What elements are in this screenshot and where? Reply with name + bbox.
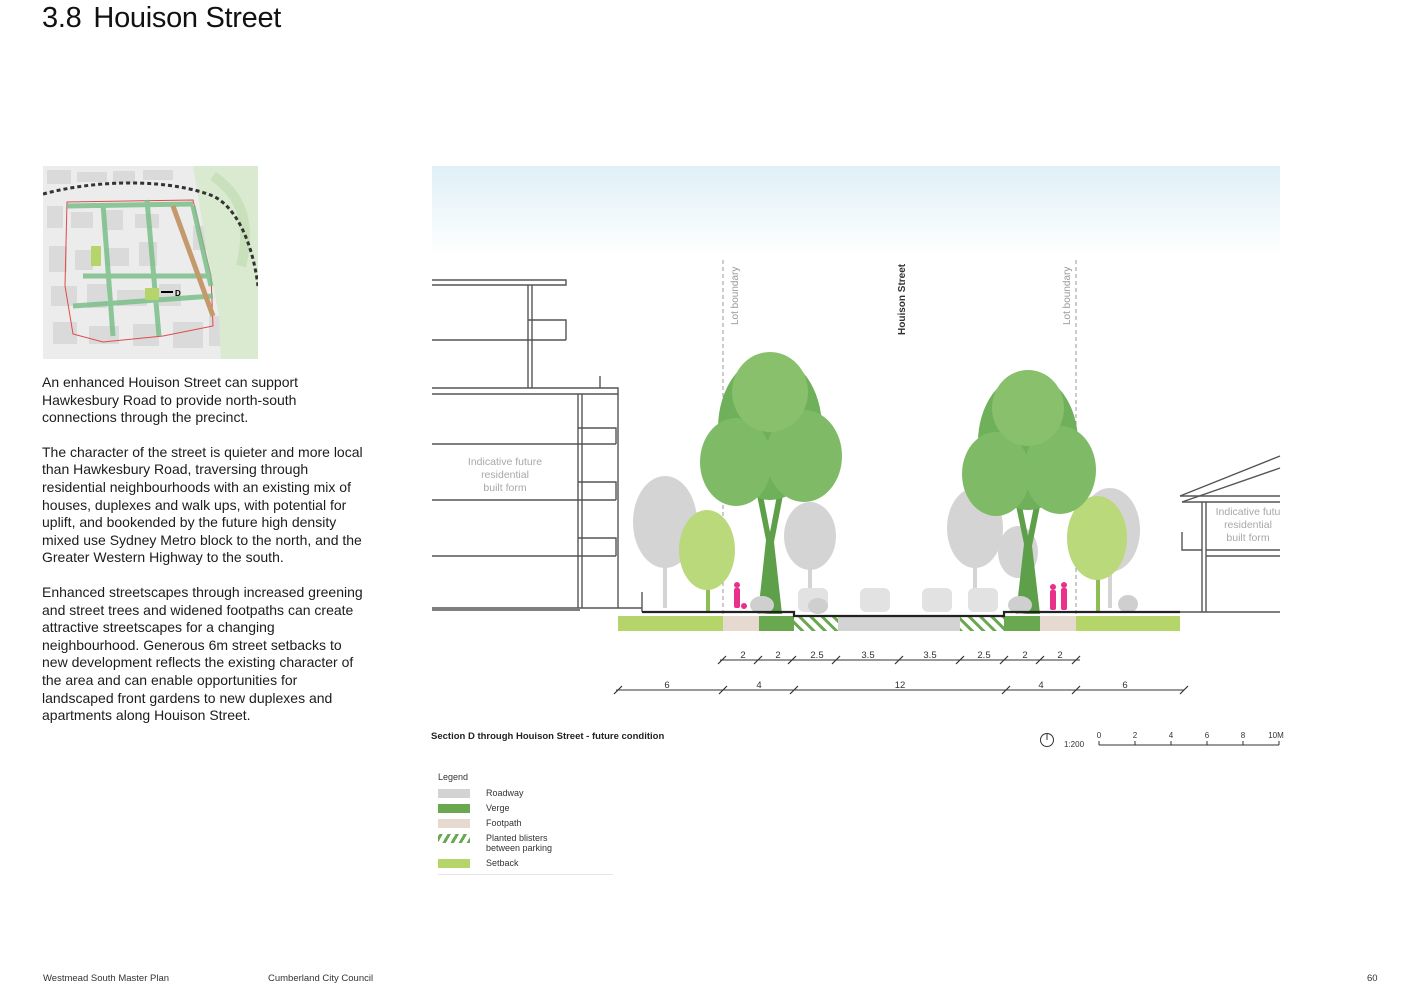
dim-bottom-5: 6 [1122,680,1127,691]
left-building [432,279,643,612]
footer-page-number: 60 [1367,973,1378,984]
key-map-park-1 [91,246,101,266]
legend-swatch-roadway [438,789,470,798]
key-map-section-marker: D [175,289,181,298]
key-map-railway [43,181,258,287]
sky-gradient [432,166,1280,256]
legend-swatch-verge [438,804,470,813]
dim-bottom-3: 12 [895,680,906,691]
dim-bottom-1: 6 [664,680,669,691]
legend-label-planted-blisters: Planted blisters between parking [486,833,553,853]
legend: Legend Roadway Verge Footpath Planted bl… [438,772,613,875]
scale-ratio: 1:200 [1064,740,1085,749]
scale-tick-6: 6 [1205,731,1210,740]
key-map-green-streets [66,199,214,337]
street-section-drawing: Indicative future residential built form… [432,166,1281,695]
left-building-label-line-3: built form [483,482,526,494]
dim-top-2: 2 [775,650,780,661]
legend-title: Legend [438,772,469,782]
dim-top-1: 2 [740,650,745,661]
legend-label-setback: Setback [486,858,519,868]
footer-document-title: Westmead South Master Plan [43,973,170,984]
legend-divider [438,874,613,875]
key-map-hawkesbury-road [170,205,216,317]
left-building-label-line-2: residential [481,469,529,481]
section-title: Houison Street [93,2,282,34]
key-map: D [43,166,258,359]
dimension-ticks [613,655,1189,695]
paragraph-3: Enhanced streetscapes through increased … [42,583,363,724]
dim-top-8: 2 [1057,650,1062,661]
scale-bar-graphic: 1:200 0 2 4 6 8 10M [1040,731,1284,749]
scale-tick-2: 2 [1133,731,1138,740]
dimension-lines [616,659,1184,691]
key-map-graphic: D [43,166,258,359]
legend-label-footpath: Footpath [486,818,522,828]
legend-swatch-footpath [438,819,470,828]
left-building-label-line-1: Indicative future [468,456,542,468]
right-building [1179,455,1281,613]
right-building-label-line-3: built form [1226,532,1269,544]
scale-tick-labels: 0 2 4 6 8 10M [1097,731,1284,740]
street-tree-right [962,370,1096,614]
pedestrians [734,582,1067,610]
scale-ticks [1098,741,1280,745]
street-centre-label: Houison Street [897,263,908,335]
right-lot-boundary-label: Lot boundary [1062,267,1073,325]
key-map-park-2 [145,288,159,300]
legend-label-roadway: Roadway [486,788,524,798]
dimension-labels-top: 2 2 2.5 3.5 3.5 2.5 2 2 [740,650,1062,661]
dim-top-5: 3.5 [923,650,936,661]
left-lot-boundary-label: Lot boundary [730,267,741,325]
paragraph-1: An enhanced Houison Street can support H… [42,374,299,426]
legend-item-setback: Setback [438,858,613,868]
dim-top-3: 2.5 [810,650,823,661]
section-number: 3.8 [42,2,82,34]
dimension-labels-bottom: 6 4 12 4 6 [664,680,1127,691]
key-map-river [210,171,251,268]
body-text: An enhanced Houison Street can support H… [42,374,364,742]
paragraph-2: The character of the street is quieter a… [42,443,363,566]
legend-swatch-planted-blisters [438,834,470,843]
dim-bottom-2: 4 [756,680,761,691]
scale-tick-0: 0 [1097,731,1102,740]
parked-cars [798,588,998,612]
dim-bottom-4: 4 [1038,680,1043,691]
scale-tick-10: 10M [1268,731,1284,740]
page-title: 3.8 Houison Street [42,2,281,35]
shrubs [750,595,1138,614]
setback-trees [679,496,1127,612]
legend-swatch-setback [438,859,470,868]
legend-item-planted-blisters: Planted blisters between parking [438,833,613,853]
dim-top-4: 3.5 [861,650,874,661]
footer-organisation: Cumberland City Council [268,973,374,984]
scale-tick-8: 8 [1241,731,1246,740]
section-caption: Section D through Houison Street - futur… [431,731,665,742]
ground-line [642,610,1180,618]
scale-tick-4: 4 [1169,731,1174,740]
dim-top-7: 2 [1022,650,1027,661]
right-building-label-line-1: Indicative futu [1216,506,1281,518]
street-tree-left [700,352,842,614]
legend-item-footpath: Footpath [438,818,613,828]
dim-top-6: 2.5 [977,650,990,661]
right-building-label-line-2: residential [1224,519,1272,531]
legend-label-verge: Verge [486,803,510,813]
legend-item-verge: Verge [438,803,613,813]
legend-item-roadway: Roadway [438,788,613,798]
ground-surfaces [618,616,1180,631]
scale-bar: 1:200 0 2 4 6 8 10M [1036,729,1296,753]
